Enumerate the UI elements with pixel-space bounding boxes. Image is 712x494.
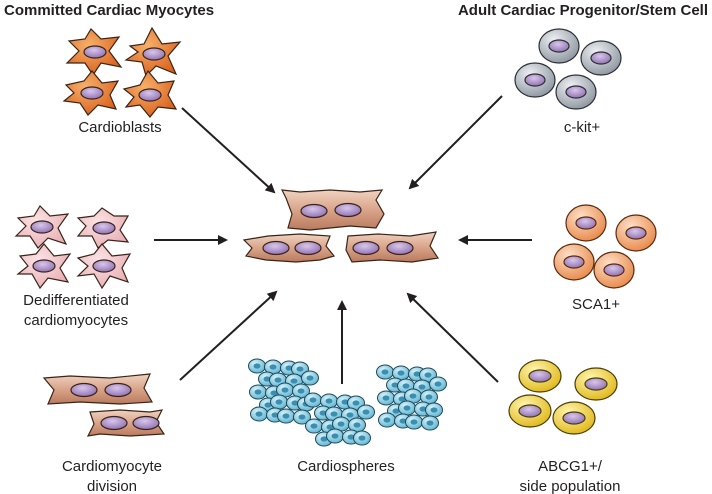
cardiosphere-cell	[250, 406, 268, 422]
cardioblast-cell	[65, 28, 123, 77]
arrow-division	[179, 290, 278, 381]
abcg1-cell	[518, 359, 562, 393]
division-myocytes	[42, 373, 166, 437]
cardiosphere-cell	[292, 383, 310, 399]
myocyte-cell	[280, 189, 385, 231]
ckit-cell	[538, 28, 580, 64]
label-cardioblasts: Cardioblasts	[78, 119, 162, 136]
sca1-cells	[553, 204, 657, 289]
sca1-cell	[593, 251, 635, 289]
myocyte-cell	[242, 233, 336, 263]
cardiosphere-cell	[425, 402, 443, 418]
label-ckit: c-kit+	[563, 119, 601, 136]
cardioblasts-cluster	[62, 26, 182, 118]
cardiosphere-cell	[398, 400, 416, 416]
cardiosphere-cell	[405, 414, 423, 430]
cardiosphere-cell	[378, 412, 396, 428]
cardioblast-cell	[124, 26, 182, 78]
cardiosphere-cell	[348, 417, 366, 433]
abcg1-cells	[508, 359, 618, 435]
dedifferentiated-cluster	[14, 205, 132, 290]
cardiosphere-cell	[357, 404, 375, 420]
cardiosphere-cell	[248, 358, 266, 374]
cardiosphere-cell	[277, 408, 295, 424]
abcg1-cell	[508, 394, 552, 428]
cardiosphere-cell	[270, 394, 288, 410]
cardiosphere-cell	[301, 370, 319, 386]
heading-committed-myocytes: Committed Cardiac Myocytes	[4, 2, 215, 19]
cardiospheres	[248, 358, 447, 447]
dedifferentiated-cell	[14, 205, 70, 249]
label-abcg1: ABCG1+/ side population	[519, 458, 621, 494]
cardiosphere-cell	[249, 384, 267, 400]
dedifferentiated-cell	[76, 243, 132, 290]
cardiosphere-cell	[377, 390, 395, 406]
cardiosphere-cell	[353, 430, 371, 446]
label-sca1: SCA1+	[572, 296, 620, 313]
heading-progenitor-stem-cell: Adult Cardiac Progenitor/Stem Cell	[457, 2, 708, 19]
label-dedifferentiated: Dedifferentiated cardiomyocytes	[23, 292, 129, 329]
central-myocytes	[242, 189, 440, 263]
cardiosphere-cell	[421, 415, 439, 431]
cardiosphere-cell	[326, 428, 344, 444]
cardiosphere-cell	[332, 416, 350, 432]
ckit-cell	[555, 74, 597, 110]
myocyte-cell	[86, 409, 166, 437]
ckit-cells	[514, 28, 622, 110]
cardioblast-cell	[122, 69, 178, 118]
label-cardiospheres: Cardiospheres	[297, 458, 395, 475]
ckit-cell	[514, 62, 556, 98]
dedifferentiated-cell	[76, 207, 130, 249]
ckit-cell	[580, 40, 622, 76]
arrow-ckit	[408, 95, 503, 190]
myocyte-cell	[345, 231, 440, 263]
cardiosphere-cell	[305, 418, 323, 434]
cardiosphere-cluster	[248, 358, 319, 425]
abcg1-cell	[574, 367, 618, 401]
arrow-cardioblasts	[181, 107, 276, 194]
abcg1-cell	[552, 401, 596, 435]
arrow-abcg1	[406, 292, 499, 383]
cardiosphere-cluster	[376, 364, 447, 431]
cardiosphere-cell	[293, 409, 311, 425]
myocyte-cell	[42, 373, 153, 405]
cardiosphere-cell	[429, 376, 447, 392]
cardioblast-cell	[62, 70, 120, 116]
cardiosphere-cell	[304, 392, 322, 408]
dedifferentiated-cell	[16, 243, 72, 290]
sca1-cell	[553, 243, 595, 281]
sca1-cell	[615, 214, 657, 252]
sca1-cell	[565, 204, 607, 242]
label-division: Cardiomyocyte division	[61, 458, 163, 494]
cardiosphere-cell	[376, 364, 394, 380]
cardiosphere-cluster	[304, 392, 375, 447]
